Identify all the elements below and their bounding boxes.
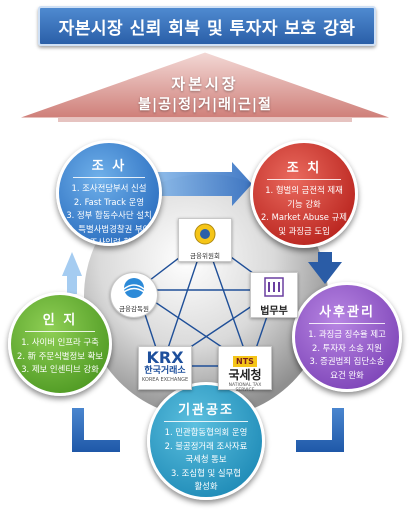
list-item: 3. 조심협 및 실무협 <box>171 467 241 478</box>
flow-arrow-right-down <box>308 252 342 284</box>
divider <box>267 179 341 180</box>
page-title: 자본시장 신뢰 회복 및 투자자 보호 강화 <box>38 6 376 46</box>
list-item: 5. 조사인력 확보 <box>79 237 139 246</box>
agency-fsc: 금융위원회 <box>178 218 232 262</box>
list-item: 2. Fast Track 운영 <box>73 196 145 207</box>
agency-krx: KRX 한국거래소 KOREA EXCHANGE <box>138 346 192 390</box>
divider <box>25 331 95 332</box>
list-item: 2. 新 주문식별정보 확보 <box>17 350 103 361</box>
agency-label: 금융위원회 <box>190 252 220 260</box>
agency-moj: 법무부 <box>250 272 298 318</box>
list-item: 활성화 <box>194 481 218 491</box>
nts-logo: NTS <box>233 356 257 367</box>
agency-sublabel: NATIONAL TAX SERVICE <box>228 383 262 393</box>
list-item: 1. 과징금 징수율 제고 <box>308 329 386 339</box>
flow-arrow-top <box>142 162 252 206</box>
node-awareness: 인 지 1. 사이버 인프라 구축 2. 新 주문식별정보 확보 3. 제보 인… <box>8 292 112 396</box>
agency-label: 법무부 <box>260 306 288 317</box>
list-item: 1. 민관합동협의회 운영 <box>164 427 248 437</box>
list-item: 4. 특별사법경찰권 부여 <box>67 223 151 234</box>
agency-nts: NTS 국세청 NATIONAL TAX SERVICE <box>218 346 272 393</box>
node-title: 조 치 <box>286 161 322 176</box>
list-item: 3. 정부 합동수사단 설치 <box>66 210 152 220</box>
agency-label: 금융감독원 <box>119 305 149 313</box>
divider <box>164 421 248 422</box>
roof-heading: 자본시장 <box>171 75 239 93</box>
node-title: 인 지 <box>42 313 78 328</box>
divider <box>73 177 145 178</box>
list-item: 1. 사이버 인프라 구축 <box>21 337 99 347</box>
agency-label: 한국거래소 <box>144 366 186 376</box>
node-investigation: 조 사 1. 조사전담부서 신설 2. Fast Track 운영 3. 정부 … <box>56 140 162 246</box>
node-title: 사후관리 <box>319 305 375 320</box>
fss-emblem-icon <box>123 278 145 298</box>
roof-base-shadow <box>58 118 352 122</box>
list-item: 3. 제보 인센티브 강화 <box>21 364 99 374</box>
agency-fss: 금융감독원 <box>110 272 158 318</box>
node-sanction: 조 치 1. 형벌의 금전적 제재 기능 강화 2. Market Abuse … <box>250 140 358 248</box>
agency-sublabel: KOREA EXCHANGE <box>141 377 189 383</box>
node-title: 기관공조 <box>178 403 234 418</box>
list-item: 기능 강화 <box>287 198 321 209</box>
list-item: 2. 투자자 소송 지원 <box>312 342 382 353</box>
fsc-emblem-icon <box>194 223 216 245</box>
divider <box>309 323 385 324</box>
list-item: 및 과징금 도입 <box>278 225 330 236</box>
list-item: 1. 형벌의 금전적 제재 <box>265 185 343 195</box>
list-item: 2. 불공정거래 조사자료 <box>164 440 248 451</box>
krx-logo: KRX <box>146 348 184 367</box>
list-item: 2. Market Abuse 규제 <box>260 212 348 222</box>
node-followup: 사후관리 1. 과징금 징수율 제고 2. 투자자 소송 지원 3. 증권범죄 … <box>292 282 402 392</box>
node-title: 조 사 <box>91 159 127 174</box>
list-item: 1. 조사전담부서 신설 <box>71 183 147 193</box>
roof-subheading: 불|공|정|거|래|근|절 <box>138 97 272 113</box>
list-item: 국세청 통보 <box>185 454 227 464</box>
bottom-bracket <box>72 408 120 452</box>
justice-scale-icon <box>264 277 284 297</box>
list-item: 요건 완화 <box>330 369 364 380</box>
list-item: 3. 증권범죄 집단소송 <box>309 356 385 366</box>
flow-arrow-left <box>62 252 82 294</box>
bottom-bracket-right <box>296 408 344 452</box>
agency-label: 국세청 <box>228 368 262 382</box>
node-cooperation: 기관공조 1. 민관합동협의회 운영 2. 불공정거래 조사자료 국세청 통보 … <box>147 382 265 500</box>
